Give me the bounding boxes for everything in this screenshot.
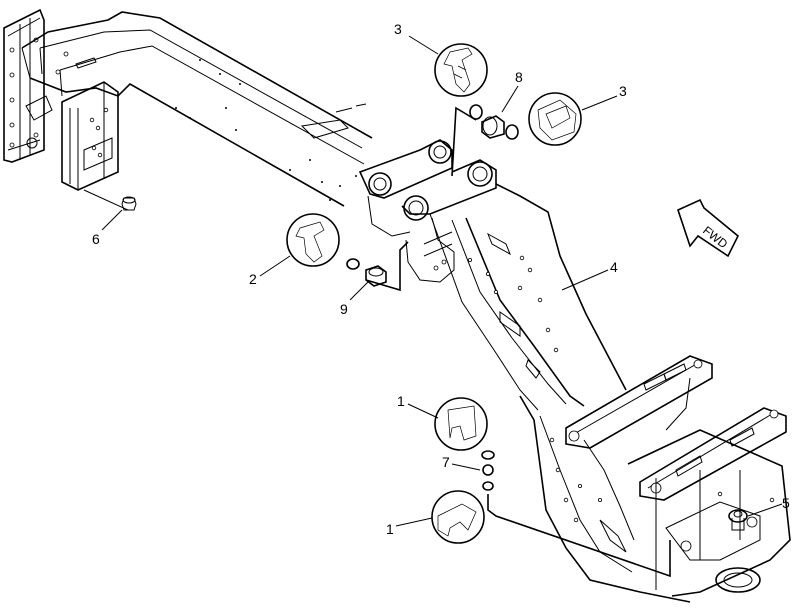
main-frame-upper: [21, 11, 373, 207]
bushing-7: [482, 464, 494, 476]
forward-direction-arrow: FWD: [677, 198, 740, 258]
grease-fitting-5: [728, 509, 748, 531]
callout-9: 9: [340, 301, 348, 317]
detail-view-2: [286, 213, 340, 267]
seal-ring-1b: [482, 481, 494, 491]
callout-1-upper: 1: [397, 393, 405, 409]
seal-ring-3a: [469, 104, 483, 120]
callout-labels: 3 8 3 6 2 9 4 1 7 1 5: [92, 21, 790, 537]
front-bracket: [61, 81, 119, 191]
articulation-joint: [358, 139, 497, 283]
detail-view-3b: [528, 92, 582, 146]
detail-view-1a: [434, 397, 488, 451]
detail-view-3a: [434, 43, 488, 97]
callout-7: 7: [442, 454, 450, 470]
seal-ring-1a: [481, 450, 495, 460]
seal-ring-3b: [505, 124, 519, 140]
callout-4: 4: [610, 259, 618, 275]
seal-ring-2: [346, 258, 360, 270]
front-mounting-plate: [3, 8, 53, 163]
detail-view-1b: [431, 490, 485, 544]
bushing-8: [481, 115, 505, 139]
main-frame-rear: [429, 183, 627, 411]
leader-lines: [101, 35, 783, 527]
callout-3-top: 3: [394, 21, 402, 37]
callout-6: 6: [92, 231, 100, 247]
callout-3-right: 3: [619, 83, 627, 99]
callout-2: 2: [249, 271, 257, 287]
crossmember-arms: [565, 355, 787, 501]
callout-5: 5: [782, 495, 790, 511]
callout-1-lower: 1: [386, 521, 394, 537]
rear-lower-section: [519, 395, 791, 603]
callout-8: 8: [515, 69, 523, 85]
assembly-lines: [83, 106, 671, 578]
bushing-6: [121, 196, 137, 211]
